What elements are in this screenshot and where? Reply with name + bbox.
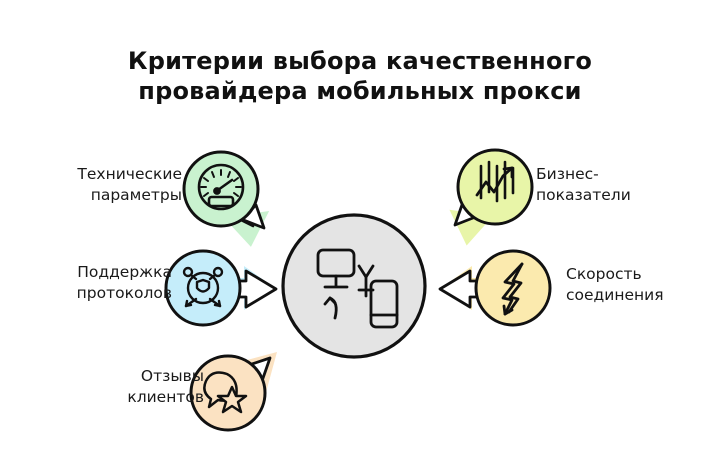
label-client-reviews-line-1: Отзывы [140,367,204,385]
label-technical-parameters: Технические параметры [77,164,182,206]
page-title: Критерии выбора качественного провайдера… [0,46,720,106]
label-business-indicators: Бизнес- показатели [536,164,631,206]
node-circle-business-indicators [456,148,534,226]
label-client-reviews: Отзывы клиентов [127,366,204,408]
label-business-indicators-line-1: Бизнес- [536,165,599,183]
shield-network-icon [182,266,224,308]
node-connection-speed[interactable] [438,249,552,327]
speedometer-icon [197,163,245,211]
desktop-antenna-mobile-icon [316,248,399,329]
node-technical-parameters[interactable] [174,150,274,251]
node-client-reviews[interactable] [181,352,277,432]
label-technical-parameters-line-2: параметры [90,186,182,204]
label-connection-speed: Скорость соединения [566,264,664,306]
center-circle [281,213,427,359]
label-protocol-support-line-1: Поддержка [77,263,172,281]
label-connection-speed-line-2: соединения [566,286,664,304]
node-protocol-support[interactable] [156,249,278,327]
node-business-indicators[interactable] [445,148,534,249]
label-business-indicators-line-2: показатели [536,186,631,204]
center-hub[interactable] [280,213,427,359]
speech-bubble-star-icon [203,371,248,414]
lightning-bolt-icon [501,262,524,316]
page-title-line-1: Критерии выбора качественного [127,47,593,75]
node-circle-protocol-support [164,249,242,327]
page-title-line-2: провайдера мобильных прокси [138,77,582,105]
label-technical-parameters-line-1: Технические [77,165,182,183]
label-connection-speed-line-1: Скорость [566,265,642,283]
label-protocol-support-line-2: протоколов [76,284,172,302]
node-circle-connection-speed [474,249,552,327]
bar-chart-trend-icon [475,160,515,203]
label-protocol-support: Поддержка протоколов [77,262,172,304]
label-client-reviews-line-2: клиентов [127,388,204,406]
